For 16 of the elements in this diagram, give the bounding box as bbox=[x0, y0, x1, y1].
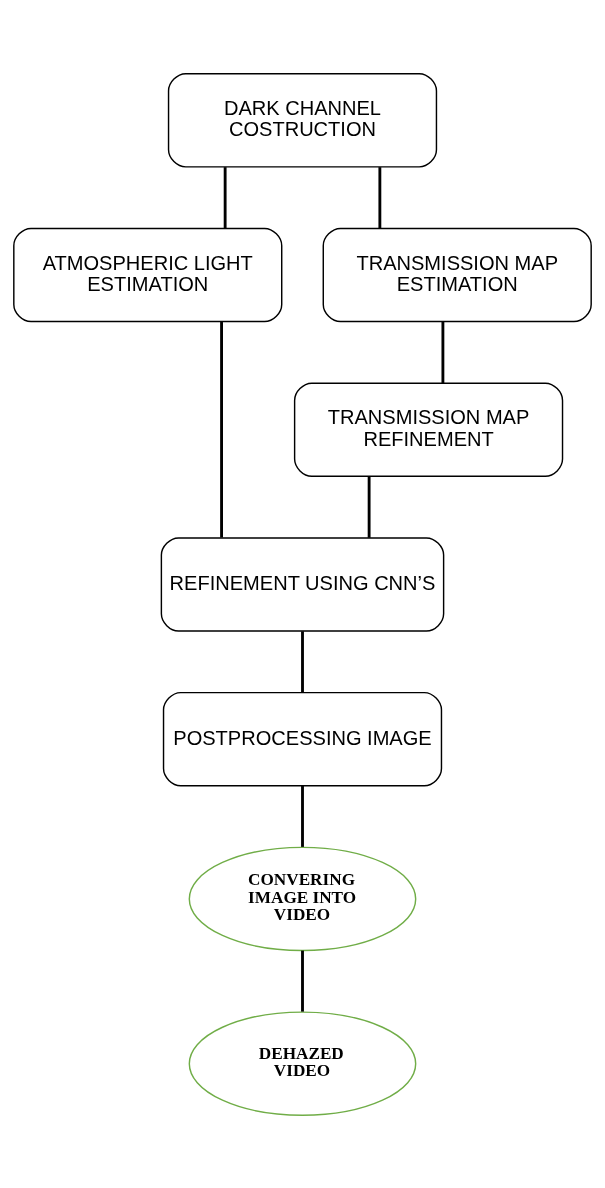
node-box: POSTPROCESSING IMAGE bbox=[162, 691, 443, 786]
node-box: TRANSMISSION MAP REFINEMENT bbox=[293, 381, 564, 477]
connector bbox=[223, 166, 227, 228]
connector bbox=[301, 950, 304, 1012]
connector bbox=[301, 630, 304, 692]
connector bbox=[441, 321, 445, 383]
connector bbox=[367, 476, 371, 538]
connector bbox=[220, 321, 223, 538]
node-ellipse: DEHAZED VIDEO bbox=[188, 1010, 417, 1116]
node-box: REFINEMENT USING CNN’S bbox=[160, 536, 445, 632]
node-box: ATMOSPHERIC LIGHT ESTIMATION bbox=[13, 227, 283, 322]
node-ellipse: CONVERING IMAGE INTO VIDEO bbox=[188, 846, 417, 951]
connector bbox=[378, 166, 382, 228]
node-box: DARK CHANNEL COSTRUCTION bbox=[167, 72, 438, 168]
node-box: TRANSMISSION MAP ESTIMATION bbox=[322, 227, 592, 322]
connector bbox=[301, 785, 304, 847]
